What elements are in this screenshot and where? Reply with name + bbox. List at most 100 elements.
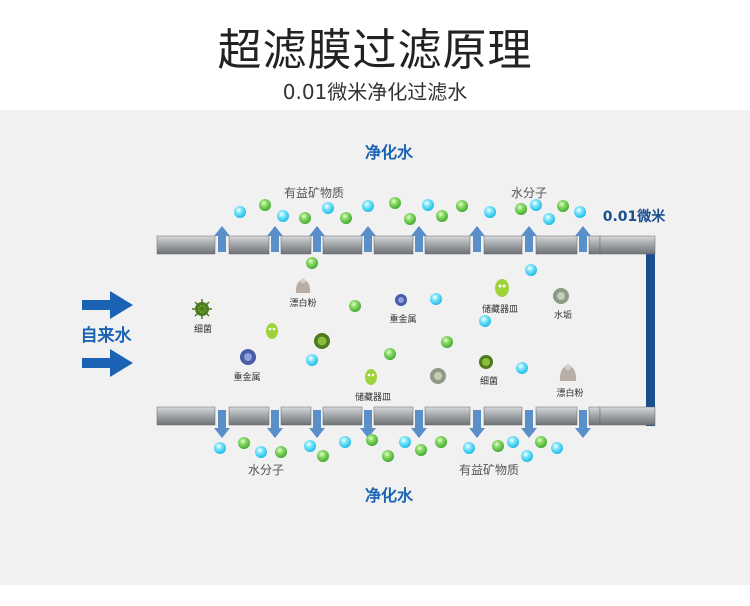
water-molecule	[255, 446, 267, 458]
down-arrow	[309, 410, 325, 438]
water-molecule	[521, 450, 533, 462]
mineral-particle	[415, 444, 427, 456]
membrane-segment	[228, 235, 270, 255]
up-arrow	[469, 226, 485, 252]
water-molecule	[304, 440, 316, 452]
membrane-segment	[588, 406, 601, 426]
water-molecule	[574, 206, 586, 218]
water-molecule	[479, 315, 491, 327]
up-arrow	[267, 226, 283, 252]
input-arrow-bottom	[82, 349, 133, 377]
scale-icon	[553, 288, 569, 304]
scale-label: 水垢	[554, 309, 572, 321]
heavy-metal-icon	[395, 294, 407, 306]
bottom-minerals-label: 有益矿物质	[459, 463, 519, 477]
storage-vessel-icon	[266, 323, 278, 339]
bleach-label: 漂白粉	[556, 387, 583, 399]
mineral-particle	[340, 212, 352, 224]
water-molecule	[525, 264, 537, 276]
top-output-label: 净化水	[365, 143, 414, 162]
membrane-segment	[280, 406, 312, 426]
top-water-label: 水分子	[511, 186, 547, 200]
mineral-particle	[238, 437, 250, 449]
water-molecule	[516, 362, 528, 374]
input-label: 自来水	[81, 325, 133, 346]
down-arrow	[267, 410, 283, 438]
membrane-segment	[483, 235, 523, 255]
up-arrow	[411, 226, 427, 252]
up-arrow	[360, 226, 376, 252]
mineral-particle	[382, 450, 394, 462]
membrane-corner-bottom	[599, 406, 656, 426]
mineral-particle	[404, 213, 416, 225]
top-membrane	[156, 235, 601, 255]
membrane-segment	[280, 235, 312, 255]
up-arrow	[214, 226, 230, 252]
bacteria-icon	[314, 333, 330, 349]
mineral-particle	[441, 336, 453, 348]
down-arrow	[411, 410, 427, 438]
membrane-segment	[535, 406, 578, 426]
water-molecule	[430, 293, 442, 305]
mineral-particle	[299, 212, 311, 224]
mineral-particle	[436, 210, 448, 222]
downward-flow-arrows	[214, 410, 591, 438]
mineral-particle	[435, 436, 447, 448]
membrane-segment	[373, 235, 414, 255]
mineral-particle	[492, 440, 504, 452]
membrane-segment	[322, 406, 363, 426]
water-molecule	[399, 436, 411, 448]
down-arrow	[360, 410, 376, 438]
up-arrow	[575, 226, 591, 252]
membrane-segment	[588, 235, 601, 255]
up-arrow	[309, 226, 325, 252]
down-arrow	[521, 410, 537, 438]
membrane-segment	[424, 235, 471, 255]
bacteria-icon	[479, 355, 493, 369]
bleach-icon	[559, 364, 577, 381]
bacteria-label: 细菌	[480, 375, 498, 387]
scale-icon	[430, 368, 446, 384]
mineral-particle	[317, 450, 329, 462]
water-molecule	[484, 206, 496, 218]
storage-vessel-icon	[495, 279, 509, 297]
mineral-particle	[389, 197, 401, 209]
membrane-segment	[373, 406, 414, 426]
water-molecule	[322, 202, 334, 214]
bacteria-icon	[192, 299, 212, 319]
heavy-metal-label: 重金属	[389, 313, 416, 325]
bleach-icon	[295, 278, 311, 293]
membrane-corner-top	[599, 235, 656, 255]
bottom-output-label: 净化水	[365, 486, 414, 505]
page-subtitle: 0.01微米净化过滤水	[282, 80, 468, 104]
upward-flow-arrows	[214, 226, 591, 252]
water-molecule	[362, 200, 374, 212]
water-molecule	[530, 199, 542, 211]
mineral-particle	[515, 203, 527, 215]
particles	[214, 197, 586, 462]
water-molecule	[543, 213, 555, 225]
membrane-segment	[228, 406, 270, 426]
water-molecule	[463, 442, 475, 454]
bleach-label: 漂白粉	[289, 297, 316, 309]
input-arrow-top	[82, 291, 133, 319]
membrane-segment	[535, 235, 578, 255]
down-arrow	[469, 410, 485, 438]
pore-size-label: 0.01微米	[603, 208, 667, 225]
bottom-membrane	[156, 406, 601, 426]
water-molecule	[214, 442, 226, 454]
mineral-particle	[349, 300, 361, 312]
mineral-particle	[275, 446, 287, 458]
down-arrow	[214, 410, 230, 438]
down-arrow	[575, 410, 591, 438]
mineral-particle	[259, 199, 271, 211]
top-minerals-label: 有益矿物质	[284, 186, 344, 200]
membrane-segment	[322, 235, 363, 255]
bacteria-label: 细菌	[194, 323, 212, 335]
water-molecule	[422, 199, 434, 211]
mineral-particle	[557, 200, 569, 212]
diagram-panel	[0, 110, 750, 585]
membrane-segment	[424, 406, 471, 426]
water-molecule	[277, 210, 289, 222]
